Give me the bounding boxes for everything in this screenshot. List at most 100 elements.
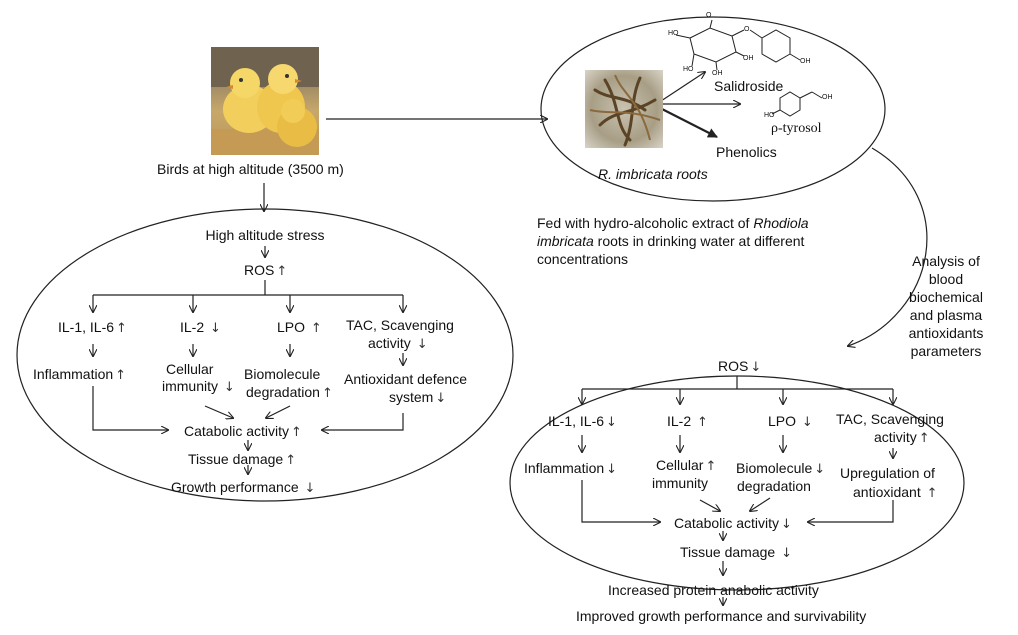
down-arrow-icon: ↓ xyxy=(781,517,792,532)
left-il2-label: IL-2 xyxy=(180,319,205,335)
left-growth: Growth performance ↓ xyxy=(171,479,315,497)
right-upreg-1: Upregulation of xyxy=(840,465,935,481)
right-ros-label: ROS xyxy=(718,358,749,374)
extract-text-2: imbricata xyxy=(537,233,594,249)
right-il16-label: IL-1, IL-6 xyxy=(548,413,605,429)
extract-species: Rhodiola xyxy=(753,215,809,231)
right-inflammation-label: Inflammation xyxy=(524,460,605,476)
left-il2: IL-2 ↓ xyxy=(180,319,221,337)
analysis-line-5: antioxidants xyxy=(908,325,984,341)
left-degradation-label: degradation xyxy=(246,384,320,400)
up-arrow-icon: ↑ xyxy=(276,264,288,279)
down-arrow-icon: ↓ xyxy=(223,380,235,395)
right-ros: ROS↓ xyxy=(718,358,761,376)
atom-oh-2: OH xyxy=(743,55,754,62)
improved-performance: Improved growth performance and survivab… xyxy=(576,608,867,624)
right-cellular-label: Cellular xyxy=(656,457,704,473)
analysis-line-1: Analysis of xyxy=(912,253,980,269)
right-il2: IL-2 ↑ xyxy=(667,413,708,431)
right-cellular: Cellular↑ xyxy=(656,457,716,475)
up-arrow-icon: ↑ xyxy=(291,425,302,440)
down-arrow-icon: ↓ xyxy=(416,337,428,352)
right-tissue-label: Tissue damage xyxy=(680,544,776,560)
right-catabolic: Catabolic activity↓ xyxy=(674,515,792,533)
right-il16: IL-1, IL-6↓ xyxy=(548,413,617,431)
left-tac2-label: activity xyxy=(368,335,411,351)
up-arrow-icon: ↑ xyxy=(697,415,708,430)
right-inflammation: Inflammation↓ xyxy=(524,460,617,478)
left-growth-label: Growth performance xyxy=(171,479,299,495)
left-il16-label: IL-1, IL-6 xyxy=(58,319,115,335)
left-tissue: Tissue damage↑ xyxy=(188,451,296,469)
right-biomolecule-label: Biomolecule xyxy=(736,460,813,476)
analysis-line-3: biochemical xyxy=(909,289,983,305)
atom-ho-1: HO xyxy=(668,30,679,37)
up-arrow-icon: ↑ xyxy=(285,453,297,468)
tyrosol-label: ρ-tyrosol xyxy=(771,121,822,136)
left-ros-label: ROS xyxy=(244,262,275,278)
tyrosol-ho: HO xyxy=(764,112,775,119)
down-arrow-icon: ↓ xyxy=(304,481,316,496)
extract-text-1: Fed with hydro-alcoholic extract of xyxy=(537,215,754,231)
analysis-line-2: blood xyxy=(928,271,964,287)
roots-to-right-arrow xyxy=(848,147,928,346)
atom-oh-3: OH xyxy=(800,58,811,65)
left-lpo: LPO ↑ xyxy=(277,319,322,337)
to-phenolics-arrow xyxy=(659,107,718,138)
roots-ellipse xyxy=(540,16,886,202)
chicks-photo xyxy=(211,47,319,155)
right-tac: TAC, Scavenging xyxy=(836,411,944,427)
down-arrow-icon: ↓ xyxy=(814,462,826,477)
left-degradation: degradation↑ xyxy=(246,384,333,402)
up-arrow-icon: ↑ xyxy=(116,321,127,336)
right-upreg2-label: antioxidant xyxy=(853,484,921,500)
phenolics-label: Phenolics xyxy=(716,144,777,160)
atom-o-1: O xyxy=(706,12,712,19)
down-arrow-icon: ↓ xyxy=(801,415,813,430)
right-lpo: LPO ↓ xyxy=(768,413,813,431)
left-antiox-1: Antioxidant defence xyxy=(344,371,467,387)
salidroside-structure xyxy=(675,19,801,71)
extract-text-3: roots in drinking water at different xyxy=(593,233,805,249)
up-arrow-icon: ↑ xyxy=(115,368,127,383)
right-biomolecule: Biomolecule↓ xyxy=(736,460,825,478)
up-arrow-icon: ↑ xyxy=(918,431,930,446)
left-catabolic: Catabolic activity↑ xyxy=(184,423,302,441)
down-arrow-icon: ↓ xyxy=(210,321,221,336)
anabolic-activity: Increased protein anabolic activity xyxy=(608,582,819,598)
left-tac: TAC, Scavenging xyxy=(346,317,454,333)
atom-o-2: O xyxy=(744,26,750,33)
analysis-line-4: and plasma xyxy=(909,307,983,323)
right-tac2-label: activity xyxy=(874,429,917,445)
left-inflammation: Inflammation↑ xyxy=(33,366,126,384)
extract-line-2: imbricata roots in drinking water at dif… xyxy=(537,233,804,250)
atom-ho-2: HO xyxy=(683,66,694,73)
left-antiox2-label: system xyxy=(389,389,434,405)
tyrosol-structure xyxy=(771,91,823,117)
right-tac-2: activity↑ xyxy=(874,429,930,447)
right-upreg-2: antioxidant ↑ xyxy=(853,484,938,502)
left-antiox-2: system↓ xyxy=(389,389,446,407)
left-cellular: Cellular xyxy=(166,361,214,377)
right-lpo-label: LPO xyxy=(768,413,797,429)
extract-line-3: concentrations xyxy=(537,251,629,267)
birds-caption: Birds at high altitude (3500 m) xyxy=(157,161,344,177)
left-immunity: immunity ↓ xyxy=(162,378,235,396)
down-arrow-icon: ↓ xyxy=(606,462,618,477)
roots-photo xyxy=(585,70,663,148)
down-arrow-icon: ↓ xyxy=(435,391,447,406)
down-arrow-icon: ↓ xyxy=(750,360,762,375)
left-ros: ROS↑ xyxy=(244,262,287,280)
up-arrow-icon: ↑ xyxy=(705,459,717,474)
down-arrow-icon: ↓ xyxy=(606,415,617,430)
analysis-line-6: parameters xyxy=(910,343,982,359)
left-lpo-label: LPO xyxy=(277,319,306,335)
left-catabolic-label: Catabolic activity xyxy=(184,423,290,439)
salidroside-label: Salidroside xyxy=(714,78,784,94)
right-il2-label: IL-2 xyxy=(667,413,692,429)
to-salidroside-arrow xyxy=(657,72,705,104)
left-il16: IL-1, IL-6↑ xyxy=(58,319,127,337)
left-immunity-label: immunity xyxy=(162,378,219,394)
